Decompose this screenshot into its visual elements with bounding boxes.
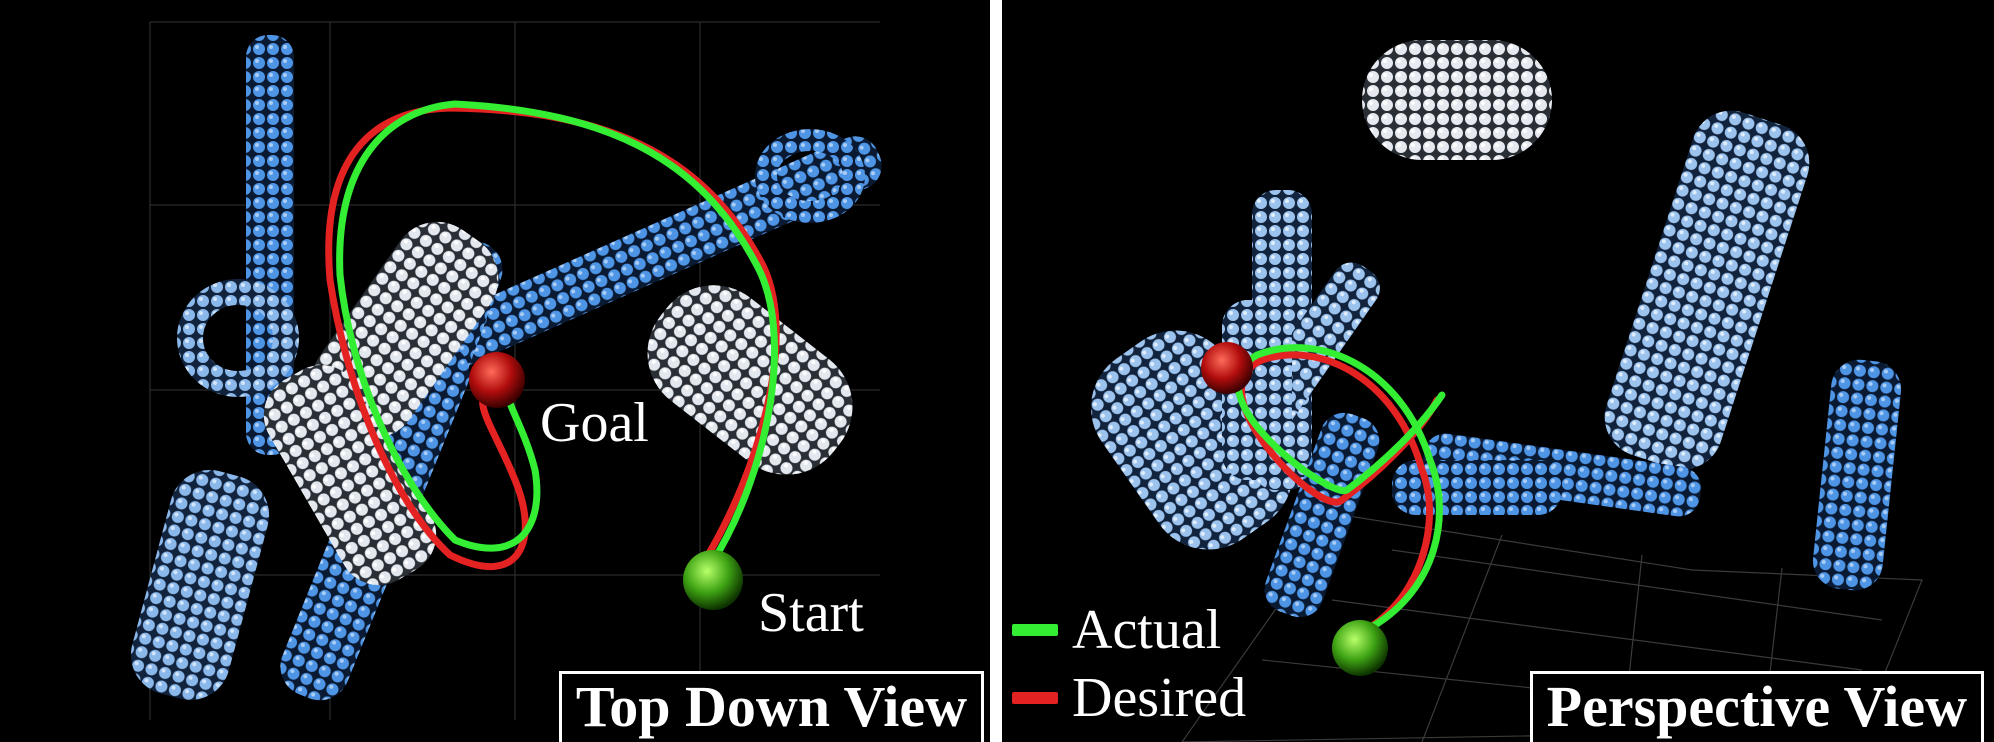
obstacle-white-right [647, 285, 853, 475]
legend-swatch-desired [1012, 692, 1058, 704]
trajectories [325, 100, 780, 570]
obstacle-horizontal-bar [1422, 433, 1702, 517]
obstacle-lower-tilted [130, 469, 270, 701]
legend-item-desired: Desired [1012, 664, 1246, 732]
top-down-view-caption: Top Down View [558, 671, 984, 742]
obstacle-ring-left [177, 279, 299, 397]
obstacle-mid-post [1222, 300, 1292, 480]
legend-swatch-actual [1012, 624, 1058, 636]
goal-label: Goal [540, 392, 649, 454]
perspective-view-panel: Perspective View [1002, 0, 1994, 742]
obstacle-ring-right [755, 129, 865, 223]
perspective-obstacles [1091, 40, 1902, 618]
start-marker [683, 550, 743, 610]
actual-trajectory [336, 100, 778, 567]
top-down-scene [130, 21, 882, 720]
legend-item-actual: Actual [1012, 596, 1246, 664]
top-down-view-panel: Goal Start Top Down View [0, 0, 990, 742]
obstacle-white-cylinder [311, 221, 499, 439]
perspective-actual-trajectory [1234, 344, 1446, 632]
start-label: Start [758, 582, 864, 644]
trajectory-legend: Actual Desired [1012, 596, 1246, 732]
perspective-desired-trajectory [1238, 351, 1441, 636]
obstacle-right-post [1812, 359, 1902, 591]
perspective-trajectories [1234, 344, 1446, 636]
obstacle-blue-diagonal-front [1264, 412, 1380, 618]
obstacle-white-diagonal [263, 365, 437, 585]
obstacle-floating-white [1362, 40, 1552, 160]
perspective-start-marker [1332, 620, 1388, 676]
obstacle-tall-white-column [1604, 110, 1810, 470]
obstacle-short-bar [1392, 460, 1562, 515]
legend-label-actual: Actual [1072, 599, 1222, 661]
perspective-scene [1091, 40, 1923, 742]
legend-label-desired: Desired [1072, 667, 1247, 729]
goal-marker [469, 352, 525, 408]
perspective-view-caption: Perspective View [1529, 671, 1984, 742]
perspective-goal-marker [1201, 342, 1253, 394]
obstacles [130, 35, 882, 701]
